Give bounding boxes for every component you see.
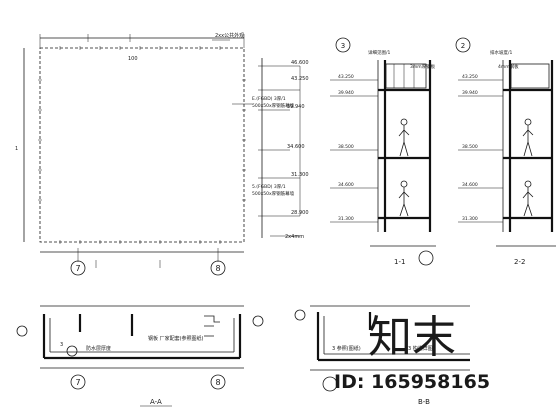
section-2-2-label: 2-2 (514, 258, 525, 266)
section-a-a-label: A-A (150, 398, 162, 406)
section-a-a-axis-bubble-8 (210, 374, 226, 390)
plan-height-3: 39.940 (287, 104, 305, 110)
plan-height-6: 28.900 (291, 210, 309, 216)
plan-axis-label-8: 8 (215, 264, 220, 273)
section-1-1-note-top: 详细见图/1 (368, 49, 391, 56)
plan-height-1: 46.600 (291, 60, 309, 66)
plan-outline (39, 47, 245, 243)
plan-note-a-1: E.(FGBD) 3厚/1 (252, 96, 286, 102)
section-a-a-step (204, 315, 220, 337)
section-2-2-level-4: 34.600 (462, 182, 478, 188)
section-2-2-note-top: 排水坡度/1 (490, 49, 513, 56)
section-a-a-axis-8: 8 (215, 378, 220, 387)
section-2-2-level-5: 31.300 (462, 216, 478, 222)
section-1-1-level-2: 39.940 (338, 90, 354, 96)
plan-axis-label-7: 7 (75, 264, 80, 273)
section-1-1-level-5: 31.300 (338, 216, 354, 222)
section-2-2-level-3: 38.500 (462, 144, 478, 150)
plan-height-2: 43.250 (291, 76, 309, 82)
section-2-2-bubble-label: 2 (461, 42, 465, 50)
section-1-1-note-right: 3mm厚钢板 (410, 63, 436, 70)
section-a-a-detail-bubble (66, 345, 78, 357)
watermark: 知末 ID: 165958165 (334, 312, 490, 393)
section-1-1-railing (385, 63, 427, 89)
plan-axis-bubble-7 (70, 260, 86, 276)
section-1-1-figure-upper (398, 118, 410, 157)
plan-note-b-1: 5.(FGBD) 3厚/1 (252, 184, 286, 190)
section-a-a-axis-bubble-7 (70, 374, 86, 390)
plan-view: 100 2xx公共外观 1 7 (15, 32, 309, 276)
section-2-2-level-2: 39.940 (462, 90, 478, 96)
plan-height-offset: 2x4mm (285, 234, 304, 240)
plan-left-dim: 1 (15, 146, 18, 152)
section-2-2-figure-lower (522, 180, 534, 217)
section-1-1-label: 1-1 (394, 258, 405, 266)
section-2-2-bubble (455, 37, 471, 53)
section-b-b-label: B-B (418, 398, 430, 406)
watermark-brand: 知末 (368, 312, 456, 363)
plan-callout-title: 2xx公共外观 (215, 32, 244, 39)
section-2-2-railing (510, 63, 550, 89)
section-a-a-axis-7: 7 (75, 378, 80, 387)
section-b-b-note-2: 3 构造详图 (408, 345, 433, 352)
section-a-a-note-1: 防水层厚度 (86, 345, 111, 352)
plan-axis-bubble-8 (210, 260, 226, 276)
section-2-2-level-1: 43.250 (462, 74, 478, 80)
section-b-b: 3 参照(图纸) 3 构造详图 B-B (294, 305, 470, 406)
section-1-1-level-4: 34.600 (338, 182, 354, 188)
section-1-1-level-1: 43.250 (338, 74, 354, 80)
section-1-1-bubble-label: 3 (341, 42, 345, 50)
section-1-1-figure-lower (398, 180, 410, 217)
section-1-1-bubble (335, 37, 351, 53)
section-a-a-note-3: 3 (60, 342, 63, 348)
section-1-1: 3 43.250 39.940 38.500 34.600 3 (330, 37, 436, 266)
section-1-1-level-3: 38.500 (338, 144, 354, 150)
section-b-b-note-1: 3 参照(图纸) (332, 345, 361, 352)
plan-height-4: 34.600 (287, 144, 305, 150)
section-a-a-note-2: 钢板 厂家配套(参照图纸) (148, 335, 204, 342)
section-2-2-figure-upper (522, 118, 534, 157)
section-a-a: 防水层厚度 钢板 厂家配套(参照图纸) 3 7 8 A-A (16, 305, 264, 407)
watermark-id: ID: 165958165 (334, 371, 490, 393)
plan-height-5: 31.300 (291, 172, 309, 178)
section-2-2-note-right: 4mm钢板 (498, 63, 519, 70)
plan-note-b-2: 500x50x厚钢筋幕墙 (252, 190, 295, 197)
plan-note-a-2: 500x50x厚钢筋幕墙 (252, 102, 295, 109)
section-2-2: 2 43.250 39.940 38.500 34.600 31.300 排水坡… (455, 37, 556, 266)
plan-callout-tag: 100 (128, 56, 138, 62)
plan-edge-ticks (38, 46, 246, 244)
